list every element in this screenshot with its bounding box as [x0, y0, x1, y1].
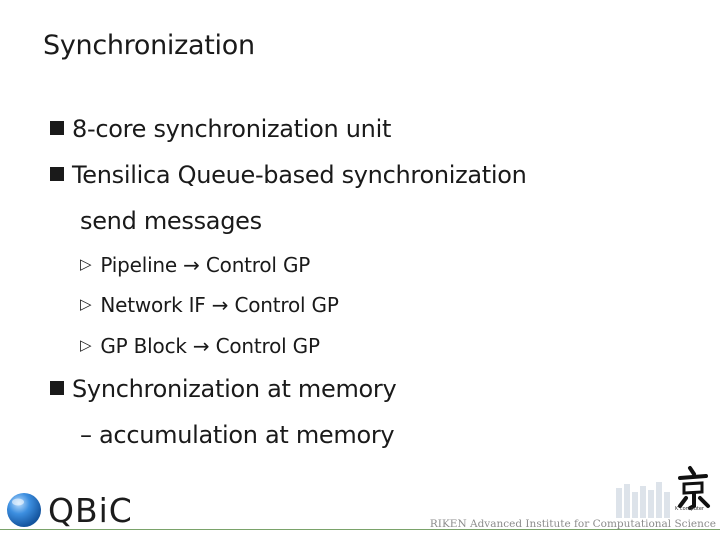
sub-bullet-text: Pipeline → Control GP [100, 253, 311, 277]
bullet-text: 8-core synchronization unit [72, 115, 392, 143]
sub-bullet-item: ▷ Network IF → Control GP [80, 293, 339, 317]
sub-bullet-text: Network IF → Control GP [100, 293, 339, 317]
sub-bullet-item: ▷ Pipeline → Control GP [80, 253, 310, 277]
qbic-logo: QBiC [4, 490, 133, 530]
k-computer-kanji-icon [616, 466, 710, 518]
bullet-continuation: send messages [80, 207, 262, 235]
slide-title: Synchronization [43, 30, 255, 61]
supercomputer-label: K computer [675, 506, 704, 512]
triangle-bullet-icon: ▷ [80, 255, 92, 273]
bullet-item: Synchronization at memory [50, 375, 397, 403]
qbic-sphere-icon [7, 493, 41, 527]
bullet-text: Synchronization at memory [72, 375, 397, 403]
institute-name: RIKEN Advanced Institute for Computation… [429, 518, 716, 530]
square-bullet-icon [50, 167, 64, 181]
bullet-continuation: – accumulation at memory [80, 421, 395, 449]
sub-bullet-text: GP Block → Control GP [100, 334, 320, 358]
bullet-item: Tensilica Queue-based synchronization [50, 161, 527, 189]
bullet-text: Tensilica Queue-based synchronization [72, 161, 527, 189]
triangle-bullet-icon: ▷ [80, 295, 92, 313]
sub-bullet-item: ▷ GP Block → Control GP [80, 334, 320, 358]
logo-text: QBiC [48, 490, 133, 530]
square-bullet-icon [50, 121, 64, 135]
square-bullet-icon [50, 381, 64, 395]
footer-divider [0, 529, 720, 530]
triangle-bullet-icon: ▷ [80, 336, 92, 354]
bullet-item: 8-core synchronization unit [50, 115, 391, 143]
